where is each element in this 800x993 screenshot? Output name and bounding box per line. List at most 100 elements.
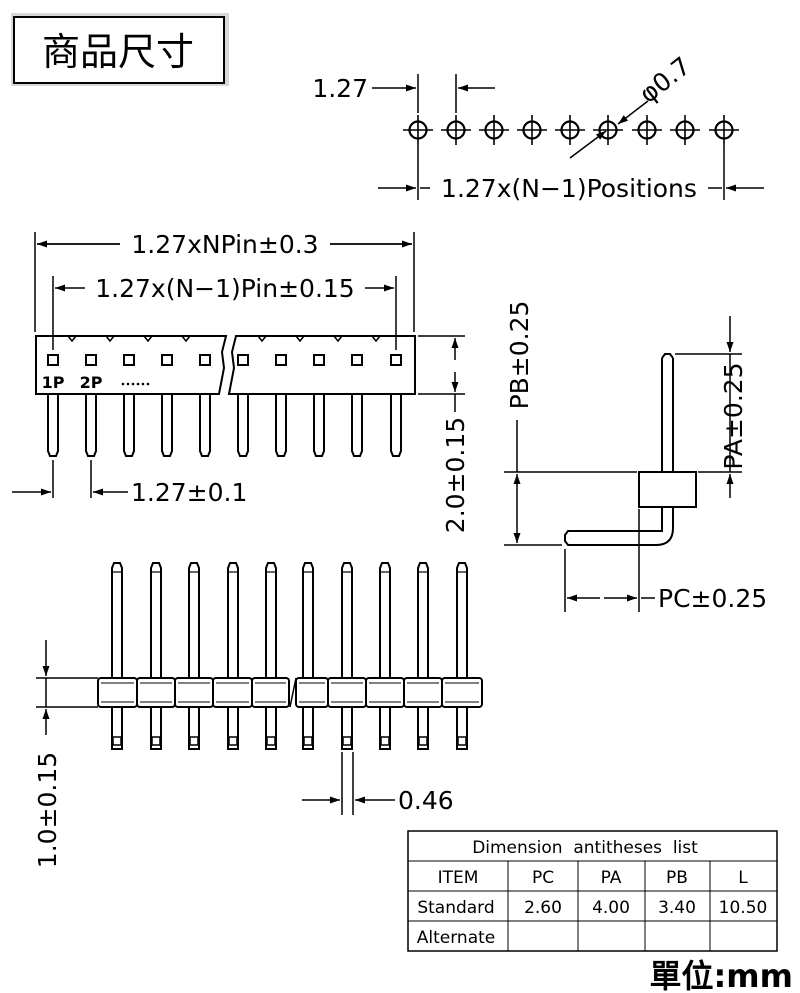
bottom-lower-pin-6 bbox=[302, 707, 314, 750]
pc-label: PC±0.25 bbox=[658, 584, 767, 613]
table-row-standard-l: 10.50 bbox=[719, 898, 768, 918]
table-header-pb: PB bbox=[666, 868, 688, 888]
bottom-lower-pin-marker-2 bbox=[151, 736, 161, 746]
front-pin-4 bbox=[161, 394, 173, 457]
hole-row bbox=[403, 115, 739, 145]
pin2-label: 2P bbox=[80, 373, 103, 392]
bottom-upper-pin-4 bbox=[227, 562, 239, 678]
title-box: 商品尺寸 bbox=[11, 13, 229, 86]
bottom-lower-pin-3 bbox=[188, 707, 200, 750]
page-title: 商品尺寸 bbox=[42, 30, 194, 74]
bottom-lower-pin-7 bbox=[341, 707, 353, 750]
pa-label: PA±0.25 bbox=[719, 362, 748, 469]
bottom-body-segment-6 bbox=[295, 677, 329, 708]
bottom-lower-pin-marker-7 bbox=[342, 736, 352, 746]
front-pin-3 bbox=[123, 394, 135, 457]
bottom-lower-pin-1 bbox=[111, 707, 123, 750]
table-caption: Dimension antitheses list bbox=[472, 838, 698, 858]
bottom-lower-pin-marker-4 bbox=[228, 736, 238, 746]
span-label: 1.27x(N−1)Pin±0.15 bbox=[95, 274, 354, 303]
dimension-table: Dimension antitheses list ITEM PC PA PB … bbox=[407, 830, 778, 952]
bottom-upper-pin-5 bbox=[265, 562, 277, 678]
pitch-label: 1.27 bbox=[312, 74, 368, 103]
front-view: 1.27xNPin±0.3 1.27x(N−1)Pin±0.15 1P 2P 1… bbox=[12, 230, 470, 533]
side-view: PB±0.25 PA±0.25 PC±0.25 bbox=[504, 301, 767, 613]
front-pin-marker-2 bbox=[85, 354, 97, 366]
table-header-pa: PA bbox=[601, 868, 622, 888]
body-notch-5 bbox=[257, 335, 267, 343]
front-pin-marker-10 bbox=[390, 354, 402, 366]
bottom-lower-pin-marker-5 bbox=[266, 736, 276, 746]
table-header-item: ITEM bbox=[438, 868, 479, 888]
body-notches bbox=[67, 335, 381, 343]
table-row-standard-pb: 3.40 bbox=[658, 898, 696, 918]
table-row-standard-pc: 2.60 bbox=[524, 898, 562, 918]
total-length-label: 1.27xNPin±0.3 bbox=[131, 230, 318, 259]
bottom-lower-pin-marker-6 bbox=[303, 736, 313, 746]
body-notch-2 bbox=[105, 335, 115, 343]
bottom-lower-pin-4 bbox=[227, 707, 239, 750]
body-thickness-label: 1.0±0.15 bbox=[33, 752, 62, 868]
bottom-upper-pin-1 bbox=[111, 562, 123, 678]
body-notch-8 bbox=[371, 335, 381, 343]
bottom-upper-pins bbox=[111, 562, 468, 678]
pin-ellipsis bbox=[121, 382, 150, 386]
bottom-lower-pin-9 bbox=[417, 707, 429, 750]
table-header-l: L bbox=[738, 868, 748, 888]
bottom-lower-pin-5 bbox=[265, 707, 277, 750]
bottom-lower-pin-marker-10 bbox=[457, 736, 467, 746]
bottom-lower-pin-2 bbox=[150, 707, 162, 750]
bottom-lower-pin-marker-1 bbox=[112, 736, 122, 746]
bottom-lower-pin-marker-3 bbox=[189, 736, 199, 746]
bottom-body-segment-5 bbox=[251, 677, 290, 708]
pin-pitch-label: 1.27±0.1 bbox=[131, 478, 247, 507]
front-pin-marker-6 bbox=[237, 354, 249, 366]
table-row-standard-item: Standard bbox=[417, 898, 494, 918]
bottom-upper-pin-3 bbox=[188, 562, 200, 678]
bottom-body bbox=[97, 677, 483, 708]
bottom-body-segment-4 bbox=[212, 677, 253, 708]
table-row-alternate-item: Alternate bbox=[417, 928, 495, 948]
front-pin-marker-3 bbox=[123, 354, 135, 366]
front-pin-marker-7 bbox=[275, 354, 287, 366]
top-view: 1.27 φ0.7 1.27x(N−1)Positions bbox=[312, 51, 764, 203]
front-pin-1 bbox=[47, 394, 59, 457]
table-row-standard-pa: 4.00 bbox=[592, 898, 630, 918]
positions-label: 1.27x(N−1)Positions bbox=[441, 174, 697, 203]
front-pin-5 bbox=[199, 394, 211, 457]
front-pin-7 bbox=[275, 394, 287, 457]
bottom-upper-pin-7 bbox=[341, 562, 353, 678]
bottom-lower-pin-marker-8 bbox=[380, 736, 390, 746]
body-notch-4 bbox=[181, 335, 191, 343]
bottom-upper-pin-6 bbox=[302, 562, 314, 678]
front-pin-10 bbox=[390, 394, 402, 457]
front-pin-6 bbox=[237, 394, 249, 457]
bottom-body-segment-8 bbox=[365, 677, 405, 708]
bottom-view: 1.0±0.15 0.46 bbox=[33, 562, 483, 868]
front-pin-marker-1 bbox=[47, 354, 59, 366]
body-notch-6 bbox=[295, 335, 305, 343]
bottom-body-segment-7 bbox=[327, 677, 367, 708]
bottom-body-segment-2 bbox=[136, 677, 176, 708]
bottom-body-segment-3 bbox=[174, 677, 214, 708]
front-pin-2 bbox=[85, 394, 97, 457]
bottom-upper-pin-8 bbox=[379, 562, 391, 678]
body-notch-7 bbox=[333, 335, 343, 343]
bottom-upper-pin-10 bbox=[456, 562, 468, 678]
unit-label: 單位:mm bbox=[650, 957, 794, 993]
hole-diameter-label: φ0.7 bbox=[634, 51, 696, 108]
front-pin-9 bbox=[351, 394, 363, 457]
front-pin-markers bbox=[47, 354, 402, 366]
bottom-lower-pins bbox=[111, 707, 468, 750]
bottom-lower-pin-8 bbox=[379, 707, 391, 750]
front-pins bbox=[47, 394, 402, 457]
body-notch-1 bbox=[67, 335, 77, 343]
front-pin-marker-4 bbox=[161, 354, 173, 366]
table-header-pc: PC bbox=[532, 868, 554, 888]
height-label: 2.0±0.15 bbox=[441, 417, 470, 533]
bottom-body-break bbox=[289, 677, 297, 708]
bottom-upper-pin-2 bbox=[150, 562, 162, 678]
bottom-body-segment-9 bbox=[403, 677, 443, 708]
pb-label: PB±0.25 bbox=[505, 301, 534, 410]
bottom-body-segment-10 bbox=[441, 677, 483, 708]
